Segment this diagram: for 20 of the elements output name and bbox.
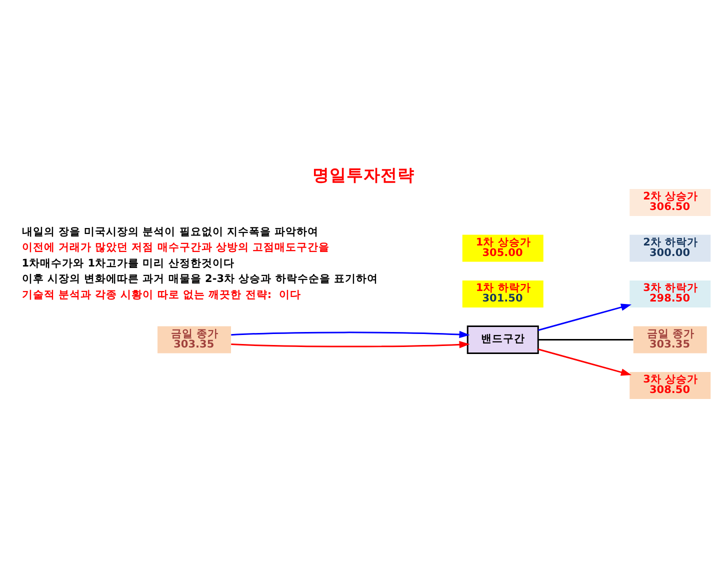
arrow xyxy=(231,330,470,338)
diagram-title: 명일투자전략 xyxy=(312,164,414,184)
node-box: 금일 종가 303.35 xyxy=(158,326,231,353)
node-box: 금일 종가 303.35 xyxy=(633,326,707,353)
label: 내일의 장을 미국시장의 분석이 필요없이 지수폭을 파악하여 xyxy=(22,225,319,238)
arrow xyxy=(538,348,632,376)
node-box: 밴드구간 xyxy=(466,325,539,354)
node-box: 1차 하락가 301.50 xyxy=(462,280,544,307)
label: 기술적 분석과 각종 시황이 따로 없는 깨끗한 전략: 이다 xyxy=(22,288,301,300)
node-box: 1차 상승가 305.00 xyxy=(462,234,544,262)
connector xyxy=(538,338,634,340)
label: 이후 시장의 변화에따른 과거 매물을 2-3차 상승과 하락수순을 표기하여 xyxy=(22,272,378,285)
arrow xyxy=(231,340,470,348)
node-box: 2차 하락가 300.00 xyxy=(630,234,711,262)
label: 1차매수가와 1차고가를 미리 산정한것이다 xyxy=(22,256,234,269)
node-box: 3차 하락가 298.50 xyxy=(630,280,711,307)
arrow xyxy=(538,303,632,330)
node-box: 2차 상승가 306.50 xyxy=(630,188,711,216)
node-box: 3차 상승가 308.50 xyxy=(630,372,711,398)
label: 이전에 거래가 많았던 저점 매수구간과 상방의 고점매도구간을 xyxy=(22,241,330,254)
